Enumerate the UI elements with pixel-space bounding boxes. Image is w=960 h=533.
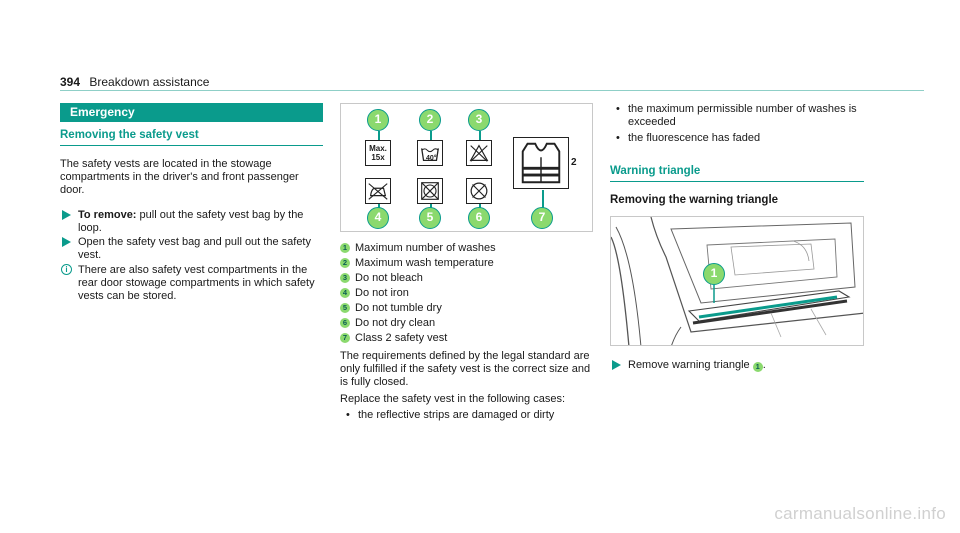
legend-item: 2 Maximum wash temperature [340,257,593,270]
legend-text: Do not dry clean [355,317,436,329]
step-text: Remove warning triangle [628,359,753,371]
callout-badge-2: 2 [419,109,441,131]
legend-text: Class 2 safety vest [355,332,448,344]
callout-stem [430,131,432,140]
temperature-label: 40° [426,155,437,162]
step-remove-bag: To remove: pull out the safety vest bag … [60,209,323,235]
legend-number: 2 [340,258,350,268]
legend-number: 5 [340,303,350,313]
legend-text: Do not iron [355,287,409,299]
step-arrow-icon [62,210,71,220]
vest-class-label: 2 [571,157,577,168]
step-arrow-icon [62,237,71,247]
sub-heading: Removing the warning triangle [610,194,779,206]
replace-intro: Replace the safety vest in the following… [340,393,566,405]
callout-stem [378,131,380,140]
step-number-badge: 1 [752,362,763,372]
step-text: Open the safety vest bag and pull out th… [78,236,311,261]
legend-number: 3 [340,273,350,283]
info-note: i There are also safety vest compartment… [60,264,323,303]
legend-number: 4 [340,288,350,298]
column-right: the maximum permissible number of washes… [610,103,864,372]
intro-paragraph: The safety vests are located in the stow… [60,158,299,196]
no-tumble-dry-symbol [417,178,443,204]
legend-number: 1 [340,243,350,253]
no-iron-symbol [365,178,391,204]
legend-text: Maximum wash temperature [355,257,494,269]
callout-badge-5: 5 [419,207,441,229]
safety-vest-icon [513,137,569,189]
bullet-item: the reflective strips are damaged or dir… [340,409,593,422]
bullet-item: the maximum permissible number of washes… [610,103,864,129]
legend-number: 6 [340,318,350,328]
callout-badge-1: 1 [703,263,725,285]
legend-number: 7 [340,333,350,343]
callout-badge-1: 1 [367,109,389,131]
section-heading-safety-vest: Removing the safety vest [60,129,323,146]
no-dry-clean-symbol [466,178,492,204]
legend-item: 3 Do not bleach [340,272,593,285]
wash-count-label: 15x [371,153,385,162]
info-text: There are also safety vest compartments … [78,264,315,302]
max-washes-symbol: Max. 15x [365,140,391,166]
legend-text: Do not bleach [355,272,423,284]
step-text: pull out the safety vest bag by the loop… [78,209,304,234]
bullet-item: the fluorescence has faded [610,132,864,145]
max-label: Max. [369,144,387,153]
chapter-bar: Emergency [60,103,323,122]
info-icon: i [61,264,72,275]
callout-badge-7: 7 [531,207,553,229]
page-header: 394 Breakdown assistance [60,75,209,89]
step-arrow-icon [612,360,621,370]
callout-badge-6: 6 [468,207,490,229]
step-remove-triangle: Remove warning triangle 1. [610,359,864,372]
legend-text: Maximum number of washes [355,242,496,254]
legend-item: 1 Maximum number of washes [340,242,593,255]
callout-stem [479,131,481,140]
section-title: Breakdown assistance [89,75,210,89]
callout-badge-4: 4 [367,207,389,229]
requirements-paragraph: The requirements defined by the legal st… [340,350,591,388]
legend-item: 7 Class 2 safety vest [340,332,593,345]
legend-item: 5 Do not tumble dry [340,302,593,315]
watermark-logo: carmanualsonline.info [774,504,946,523]
no-bleach-symbol [466,140,492,166]
legend-item: 4 Do not iron [340,287,593,300]
column-left: Emergency Removing the safety vest The s… [60,103,323,303]
callout-badge-3: 3 [468,109,490,131]
figure-legend: 1 Maximum number of washes 2 Maximum wash … [340,242,593,345]
step-label: To remove: [78,209,137,221]
section-heading-warning-triangle: Warning triangle [610,165,864,182]
legend-text: Do not tumble dry [355,302,442,314]
header-divider [60,90,924,91]
column-middle: 1 2 3 Max. 15x 40° [340,103,593,422]
legend-item: 6 Do not dry clean [340,317,593,330]
callout-stem [542,190,544,210]
step-end: . [762,359,766,371]
wash-temperature-symbol: 40° [417,140,443,166]
care-symbols-figure: 1 2 3 Max. 15x 40° [340,103,593,232]
step-open-bag: Open the safety vest bag and pull out th… [60,236,323,262]
page-number: 394 [60,75,81,89]
trunk-illustration: 1 [610,216,864,346]
